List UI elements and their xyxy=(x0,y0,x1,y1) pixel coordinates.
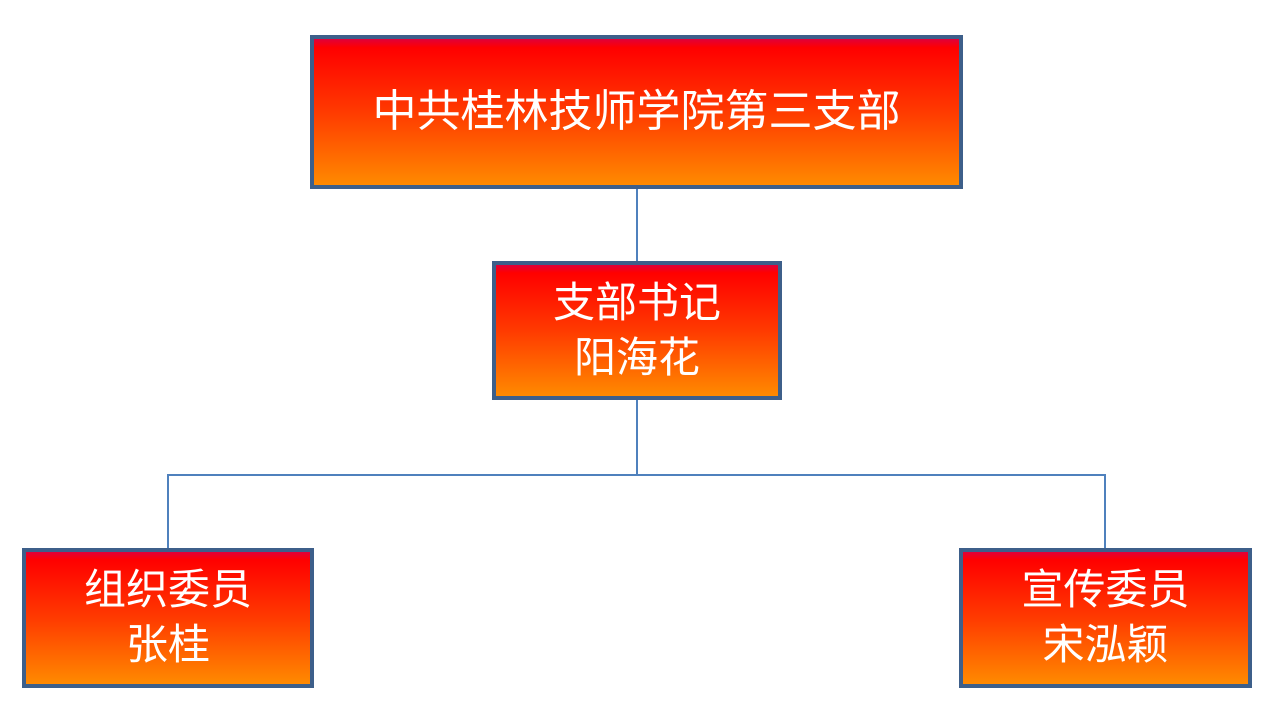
connector-horizontal xyxy=(167,474,1106,476)
secretary-role: 支部书记 xyxy=(552,277,721,327)
connector-secretary-down xyxy=(636,399,638,475)
organization-member-node: 组织委员 张桂 xyxy=(22,548,314,688)
member-name: 张桂 xyxy=(125,620,210,669)
root-node: 中共桂林技师学院第三支部 xyxy=(310,35,963,189)
root-title: 中共桂林技师学院第三支部 xyxy=(372,86,901,138)
member-role: 宣传委员 xyxy=(1021,565,1190,615)
connector-right-member xyxy=(1104,474,1106,549)
connector-root-secretary xyxy=(636,188,638,262)
member-role: 组织委员 xyxy=(83,565,252,615)
propaganda-member-node: 宣传委员 宋泓颖 xyxy=(959,548,1252,688)
secretary-name: 阳海花 xyxy=(573,332,700,382)
connector-left-member xyxy=(167,474,169,549)
member-name: 宋泓颖 xyxy=(1042,620,1169,669)
secretary-node: 支部书记 阳海花 xyxy=(492,261,782,400)
